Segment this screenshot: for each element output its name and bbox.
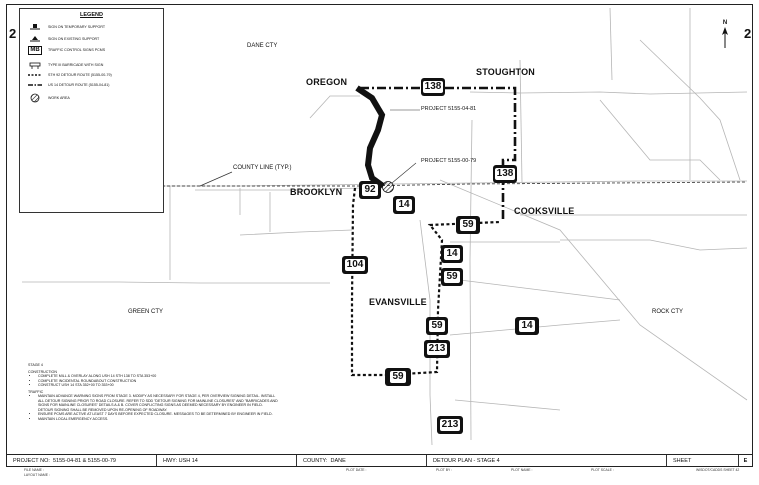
title-block-hwy: HWY: USH 14 — [157, 455, 297, 466]
list-item: COMPLETE MILL & OVERLAY ALONG USH 14 STH… — [38, 374, 278, 379]
title-block-county: COUNTY: DANE — [297, 455, 427, 466]
route-shield-59-cooksville: 59 — [456, 216, 480, 234]
route-shield-14-east: 14 — [515, 317, 539, 335]
list-item: CONSTRUCT USH 14 STA 352+00 TO 353+00 — [38, 383, 278, 388]
legend-item: STH 92 DETOUR ROUTE (5155-00-79) — [26, 71, 112, 79]
hwy-label: HWY: — [163, 457, 178, 464]
hwy-value: USH 14 — [178, 457, 198, 464]
route-shield-104: 104 — [342, 256, 368, 274]
plot-by-label: PLOT BY : — [436, 468, 453, 472]
route-shield-213-evansville: 213 — [424, 340, 450, 358]
legend-item-label: WORK AREA — [48, 96, 70, 100]
legend-item-label: STH 92 DETOUR ROUTE (5155-00-79) — [48, 73, 112, 77]
title-block-sheet: SHEET — [667, 455, 739, 466]
title-block-project: PROJECT NO: 5155-04-81 & 5155-00-79 — [7, 455, 157, 466]
route-shield-138-north: 138 — [421, 78, 445, 96]
place-label-brooklyn: BROOKLYN — [290, 187, 343, 197]
callout-leader-project-b — [391, 162, 417, 184]
sth-detour-route-line-icon — [26, 71, 44, 79]
legend-item-label: SIGN ON TEMPORARY SUPPORT — [48, 25, 106, 29]
construction-list: COMPLETE MILL & OVERLAY ALONG USH 14 STH… — [28, 374, 278, 388]
barricade-icon — [26, 61, 44, 69]
county-line-label: COUNTY LINE (TYP.) — [233, 165, 292, 171]
route-shield-14-brooklyn: 14 — [393, 196, 415, 214]
place-label-oregon: OREGON — [306, 77, 348, 87]
work-area-project-b — [382, 181, 394, 193]
traffic-list: MAINTAIN ADVANCE WARNING SIGNS FROM STAG… — [28, 394, 278, 421]
north-label: N — [722, 20, 728, 26]
legend-item-label: TYPE III BARRICADE WITH SIGN — [48, 63, 104, 67]
traffic-heading: TRAFFIC — [28, 389, 44, 394]
legend-item: SIGN ON TEMPORARY SUPPORT — [26, 23, 105, 31]
county-label-rock: ROCK CTY — [652, 309, 684, 315]
temporary-sign-support-icon — [26, 23, 44, 31]
stage-notes: STAGE 4 CONSTRUCTION COMPLETE MILL & OVE… — [28, 363, 278, 421]
plan-label: DETOUR PLAN - STAGE 4 — [433, 457, 500, 464]
county-label: COUNTY: — [303, 457, 328, 464]
legend: LEGEND SIGN ON TEMPORARY SUPPORT SIGN ON… — [19, 8, 164, 213]
legend-item-label: US 14 DETOUR ROUTE (5155-04-81) — [48, 83, 110, 87]
work-area-project-a-hatch — [355, 85, 385, 189]
pcms-symbol: MB — [28, 45, 42, 55]
legend-title: LEGEND — [80, 12, 103, 18]
county-line — [22, 181, 748, 187]
us-detour-route-line-icon — [26, 81, 44, 89]
wisdot-sheet-label: WISDOT/CADDS SHEET 42 — [696, 468, 740, 472]
title-block-small: FILE NAME : LAYOUT NAME : PLOT DATE : PL… — [6, 467, 753, 480]
title-block-sheet-letter: E — [739, 455, 752, 466]
project-value: 5155-04-81 & 5155-00-79 — [52, 457, 116, 464]
traffic-control-sign-pcms-icon: MB — [26, 45, 44, 55]
stage-title: STAGE 4 — [28, 363, 43, 367]
place-label-stoughton: STOUGHTON — [476, 67, 535, 77]
north-arrow: N — [721, 20, 729, 53]
legend-item: MB TRAFFIC CONTROL SIGNS PCMS — [26, 45, 106, 55]
legend-item: SIGN ON EXISTING SUPPORT — [26, 35, 99, 43]
callout-project-b: PROJECT 5155-00-79 — [421, 158, 477, 164]
route-shield-138-east: 138 — [493, 165, 517, 183]
route-shield-92: 92 — [359, 181, 381, 199]
list-item: COMPLETE INCIDENTAL ROUNDABOUT CONSTRUCT… — [38, 379, 278, 384]
route-shield-59-south: 59 — [385, 368, 411, 386]
legend-item: WORK AREA — [26, 93, 70, 103]
legend-item-label: TRAFFIC CONTROL SIGNS PCMS — [48, 48, 106, 52]
file-name-label: FILE NAME : — [24, 468, 44, 472]
title-block-plan: DETOUR PLAN - STAGE 4 — [427, 455, 667, 466]
work-area-icon — [26, 93, 44, 103]
route-shield-59-evansville: 59 — [426, 317, 448, 335]
callout-project-a: PROJECT 5155-04-81 — [421, 106, 477, 112]
sth-detour-route — [350, 187, 501, 377]
county-value: DANE — [330, 457, 346, 464]
legend-item: TYPE III BARRICADE WITH SIGN — [26, 61, 103, 69]
county-label-dane: DANE CTY — [247, 43, 278, 49]
title-block: PROJECT NO: 5155-04-81 & 5155-00-79 HWY:… — [6, 455, 753, 467]
route-shield-213-south: 213 — [437, 416, 463, 434]
legend-item-label: SIGN ON EXISTING SUPPORT — [48, 37, 100, 41]
plot-date-label: PLOT DATE : — [346, 468, 367, 472]
north-arrow-icon — [722, 27, 728, 48]
route-shield-14-center: 14 — [441, 245, 463, 263]
layout-name-label: LAYOUT NAME : — [24, 473, 50, 477]
place-label-evansville: EVANSVILLE — [369, 297, 427, 307]
construction-heading: CONSTRUCTION — [28, 369, 57, 374]
existing-sign-support-icon — [26, 35, 44, 43]
list-item: MAINTAIN ADVANCE WARNING SIGNS FROM STAG… — [38, 394, 278, 412]
list-item: MAINTAIN LOCAL EMERGENCY ACCESS. — [38, 417, 278, 422]
county-label-green: GREEN CTY — [128, 309, 164, 315]
legend-item: US 14 DETOUR ROUTE (5155-04-81) — [26, 81, 109, 89]
sheet-edge-number-left: 2 — [9, 26, 17, 41]
sheet-edge-number-right: 2 — [744, 26, 752, 41]
route-shield-59-center: 59 — [441, 268, 463, 286]
plot-name-label: PLOT NAME : — [511, 468, 533, 472]
list-item: ENSURE PCMS ARE ACTIVE AT LEAST 7 DAYS B… — [38, 412, 278, 417]
project-label: PROJECT NO: — [13, 457, 50, 464]
county-line-leader — [199, 171, 233, 187]
plot-scale-label: PLOT SCALE : — [591, 468, 614, 472]
place-label-cooksville: COOKSVILLE — [514, 206, 575, 216]
sheet-frame — [6, 4, 753, 455]
sheet-letter: E — [743, 457, 748, 464]
sheet-label: SHEET — [673, 457, 692, 464]
